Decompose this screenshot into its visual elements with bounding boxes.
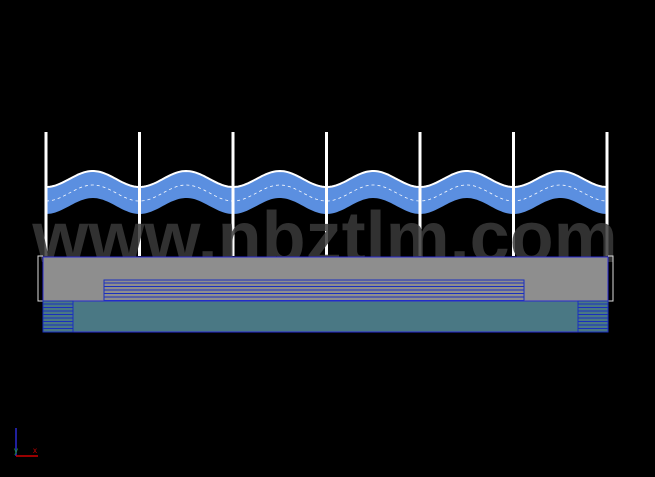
post	[512, 132, 515, 256]
posts	[44, 132, 609, 256]
post	[44, 132, 48, 256]
y-axis-label: y	[14, 446, 18, 455]
hatched-end-block	[42, 300, 74, 333]
hatch-end-lines	[42, 300, 609, 333]
base-teal-block	[42, 300, 609, 333]
post	[325, 132, 328, 256]
post	[605, 132, 609, 256]
post	[138, 132, 141, 256]
post	[231, 132, 235, 256]
x-axis-label: x	[33, 446, 37, 455]
post	[418, 132, 422, 256]
dimension-bracket	[37, 255, 614, 302]
axis-indicator: x y	[14, 428, 38, 457]
hatched-end-block	[577, 300, 609, 333]
